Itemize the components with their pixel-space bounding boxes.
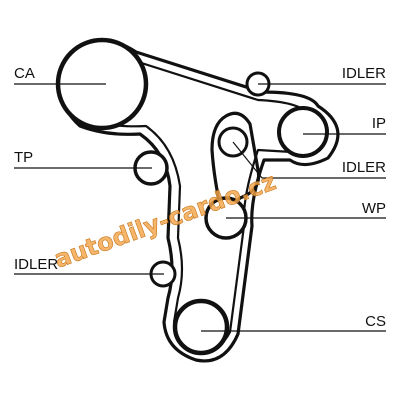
label-cs: CS	[365, 313, 386, 330]
label-idler-left: IDLER	[14, 256, 58, 273]
label-ca: CA	[14, 65, 35, 82]
leader-lines	[14, 83, 386, 332]
leader-idler-mid	[232, 141, 263, 179]
label-tp: TP	[14, 149, 33, 166]
belt-outer-path	[59, 39, 340, 363]
label-idler-mid: IDLER	[342, 159, 386, 176]
label-idler-top: IDLER	[342, 65, 386, 82]
label-wp: WP	[362, 200, 386, 217]
label-ip: IP	[372, 115, 386, 132]
crankshaft-pulley	[172, 298, 230, 356]
injection-pump-pulley	[277, 106, 329, 158]
